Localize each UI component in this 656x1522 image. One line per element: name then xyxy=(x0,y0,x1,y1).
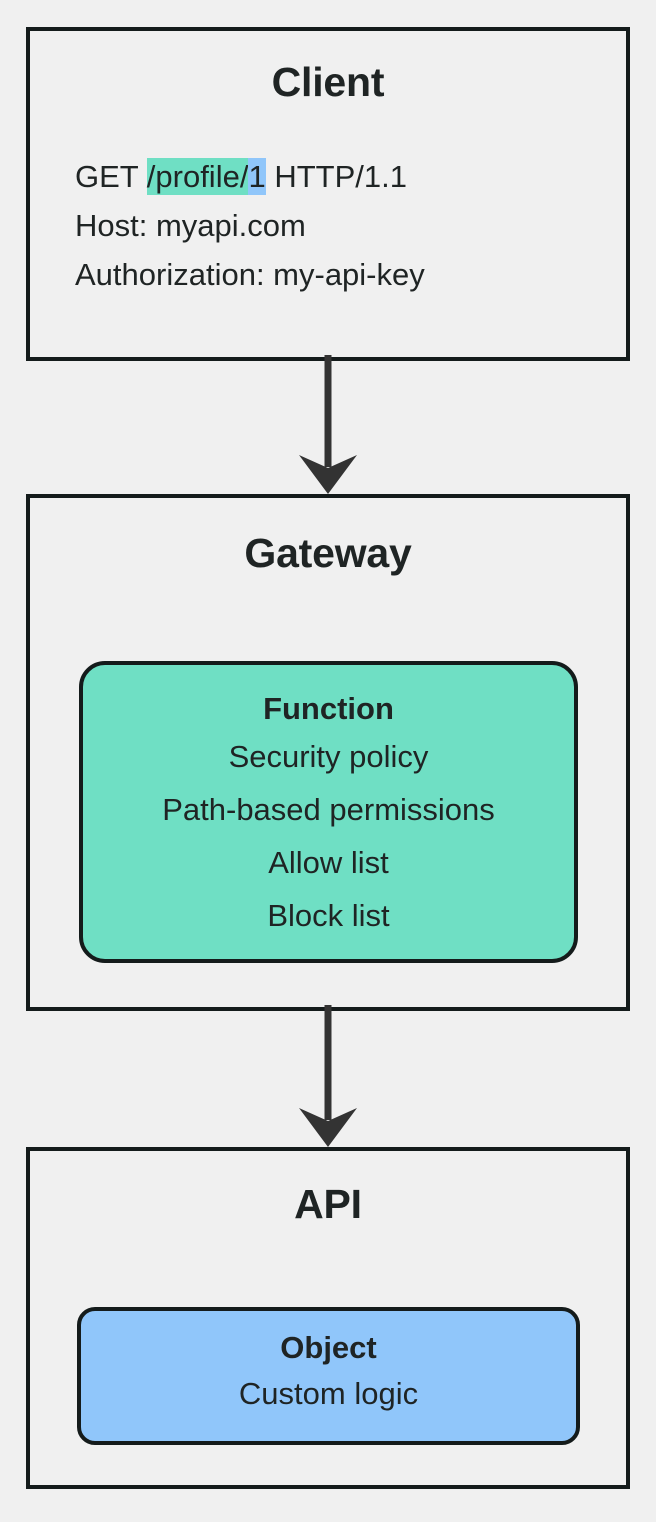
client-node-title: Client xyxy=(271,59,385,105)
object-subnode[interactable]: Object Custom logic xyxy=(77,1307,580,1445)
request-id-highlight: 1 xyxy=(248,158,266,195)
gateway-node-title: Gateway xyxy=(244,530,412,576)
function-subnode[interactable]: Function Security policy Path-based perm… xyxy=(79,661,578,963)
request-protocol: HTTP/1.1 xyxy=(265,159,407,194)
function-subnode-title: Function xyxy=(263,691,394,726)
client-node[interactable]: Client GET /profile/1 HTTP/1.1 Host: mya… xyxy=(26,27,630,361)
function-line-security-policy: Security policy xyxy=(228,739,429,774)
arrow-gateway-to-api-icon xyxy=(299,1005,357,1147)
function-line-path-based-permissions: Path-based permissions xyxy=(162,792,495,827)
function-line-block-list: Block list xyxy=(267,898,390,933)
object-subnode-title: Object xyxy=(280,1330,377,1365)
arrow-client-to-gateway-icon xyxy=(299,355,357,494)
request-line-start: GET /profile/1 HTTP/1.1 xyxy=(75,152,626,201)
request-path-highlight: /profile/ xyxy=(146,158,249,195)
api-node-title: API xyxy=(294,1181,362,1227)
function-line-allow-list: Allow list xyxy=(268,845,389,880)
request-host-line: Host: myapi.com xyxy=(75,208,306,243)
request-authorization-line: Authorization: my-api-key xyxy=(75,257,425,292)
client-request-block: GET /profile/1 HTTP/1.1 Host: myapi.com … xyxy=(30,152,626,299)
request-method: GET xyxy=(75,159,147,194)
object-line-custom-logic: Custom logic xyxy=(238,1376,419,1411)
